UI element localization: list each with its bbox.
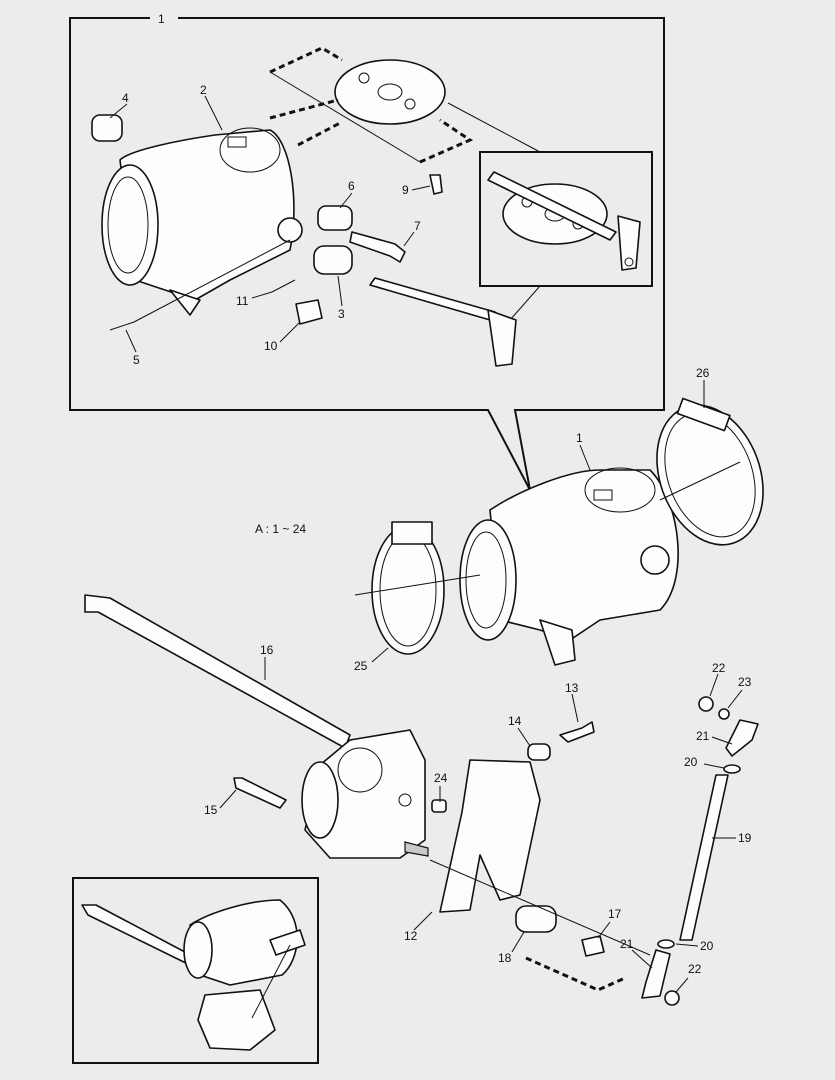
part-25-clamp [354,521,481,655]
detail-frame: 1 [69,12,665,491]
assembly-note: A : 1 ~ 24 [255,522,306,536]
top-shaft-lever [487,309,517,367]
callout-1-top: 1 [158,12,165,26]
callout-1-main: 1 [576,431,583,445]
top-body-inlet [101,164,159,286]
callout-7: 7 [414,219,421,233]
callout-10: 10 [264,339,278,353]
part-17-nut [581,935,605,957]
top-plate-group [269,46,474,164]
part-21-rod-end-bottom [641,949,671,999]
callout-14: 14 [508,714,522,728]
part-10-nut [295,299,323,325]
callout-26: 26 [696,366,710,380]
part-22-nut-bottom [664,990,680,1006]
part-19-rod [679,774,729,941]
callout-22-bottom: 22 [688,962,702,976]
shaft-detail [487,171,617,241]
throttle-plate [334,59,446,125]
part-21-rod-end-top [725,719,759,757]
assembled-inset [72,877,319,1064]
part-12-bracket [439,759,541,913]
callout-2: 2 [200,83,207,97]
main-body-inlet [459,519,517,641]
callout-6: 6 [348,179,355,193]
part-26-clamp [656,397,764,546]
callout-9: 9 [402,183,409,197]
callout-4: 4 [122,91,129,105]
part-7-bolt [349,231,406,263]
main-throttle-body [459,467,679,666]
callout-16: 16 [260,643,274,657]
callout-19: 19 [738,831,752,845]
callout-12: 12 [404,929,418,943]
part-15-bolt [233,777,287,809]
callout-25: 25 [354,659,368,673]
top-shaft [369,277,496,321]
part-22-nut-top [698,696,714,712]
callout-24: 24 [434,771,448,785]
callout-21-bottom: 21 [620,937,634,951]
callout-17: 17 [608,907,622,921]
callout-3: 3 [338,307,345,321]
lever-detail [617,215,641,271]
part-24-bushing [431,799,447,813]
shaft-detail-inset [447,102,653,321]
callout-21-top: 21 [696,729,710,743]
part-4-bushing [91,114,123,142]
part-18-bushing [515,905,557,933]
callout-23: 23 [738,675,752,689]
callout-22-top: 22 [712,661,726,675]
part-23-washer [718,708,730,720]
part-3-bushing [313,245,353,275]
callout-20-top: 20 [684,755,698,769]
callout-11: 11 [236,294,249,308]
part-20-ring-top [723,764,741,774]
top-throttle-body [101,127,303,316]
callout-18: 18 [498,951,512,965]
part-13-bolt [559,721,595,743]
callout-20-bottom: 20 [700,939,714,953]
callout-13: 13 [565,681,579,695]
callout-15: 15 [204,803,218,817]
part-20-ring-bottom [657,939,675,949]
part-11-pin [271,279,296,293]
callout-5: 5 [133,353,140,367]
actuator-motor [301,729,429,859]
part-16-shaft [84,594,351,749]
part-5-pin [109,321,135,331]
callout-layer: 4 2 6 7 9 3 11 10 5 26 1 A : 1 ~ 24 25 1… [109,83,752,993]
part-9-screw [429,174,443,195]
part-14-bushing [527,743,551,761]
part-6-bushing [317,205,353,231]
